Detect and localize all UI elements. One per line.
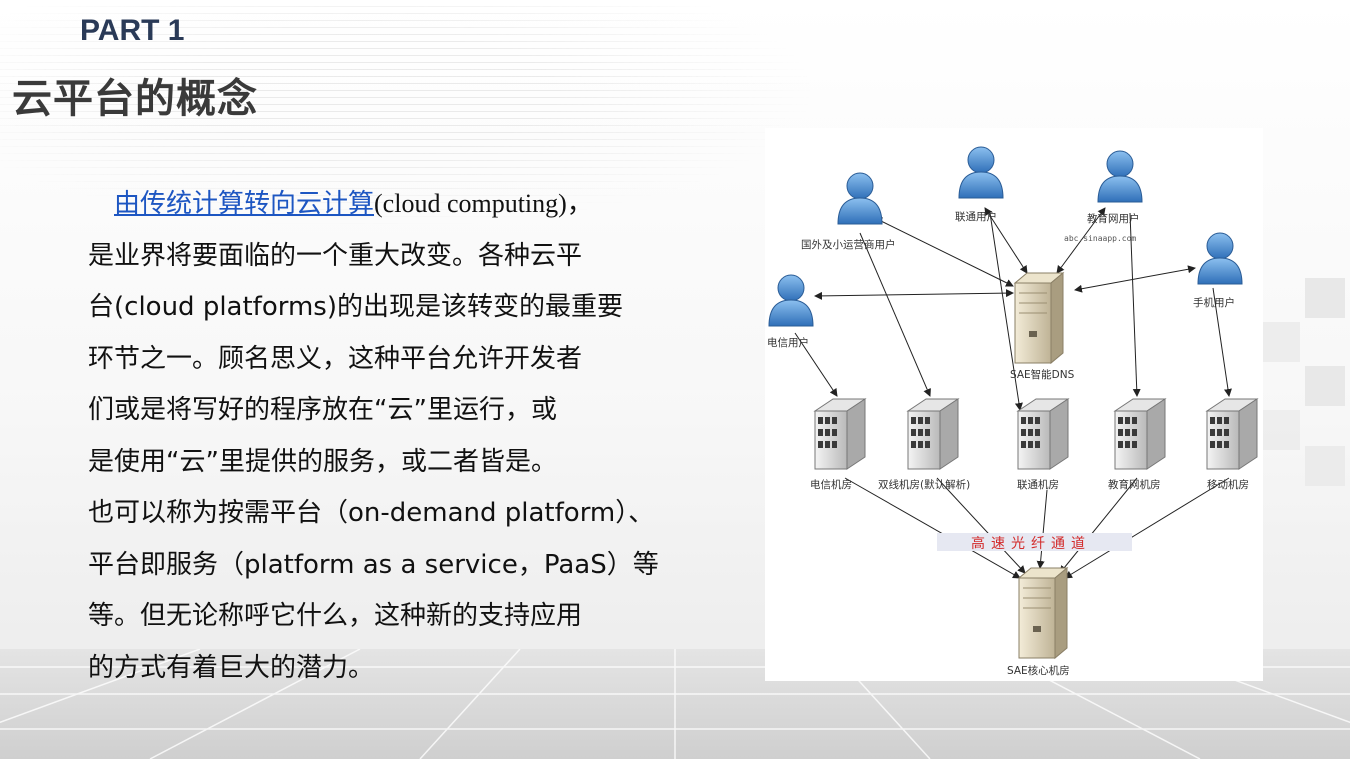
room-dual-icon bbox=[907, 398, 959, 470]
link-foreign-dns bbox=[874, 217, 1014, 287]
text-line-9: 等。但无论称呼它什么，这种新的支持应用 bbox=[88, 601, 583, 631]
label-dns: SAE智能DNS bbox=[1010, 368, 1075, 381]
edu-user-icon bbox=[1097, 150, 1143, 203]
sae-architecture-diagram: 国外及小运营商用户 联通用户 教育网用户 abc.sinaapp.com 手机用… bbox=[765, 128, 1263, 681]
label-room-3: 联通机房 bbox=[1017, 478, 1059, 491]
text-line-2: 是业界将要面临的一个重大改变。各种云平 bbox=[88, 240, 583, 271]
room-edu-icon bbox=[1114, 398, 1166, 470]
text-line-6: 是使用“云”里提供的服务，或二者皆是。 bbox=[88, 446, 557, 477]
link-room3-core bbox=[1036, 489, 1048, 569]
text-line-5: 们或是将写好的程序放在“云”里运行，或 bbox=[88, 395, 557, 425]
dns-server-icon bbox=[1014, 272, 1064, 364]
text-line-3: 台(cloud platforms)的出现是该转变的最重要 bbox=[88, 292, 623, 322]
link-room4-core bbox=[1059, 477, 1138, 574]
label-room-4: 教育网机房 bbox=[1108, 478, 1161, 491]
text-line-1: 由传统计算转向云计算(cloud computing)， bbox=[88, 178, 648, 231]
label-edu-user: 教育网用户 bbox=[1087, 212, 1140, 225]
world-map-background bbox=[0, 0, 820, 230]
room-mobile-icon bbox=[1206, 398, 1258, 470]
link-unicom-dns bbox=[984, 207, 1028, 274]
label-telecom-user: 电信用户 bbox=[767, 336, 809, 349]
text-line-4: 环节之一。顾名思义，这种平台允许开发者 bbox=[88, 343, 583, 374]
link-room2-core bbox=[936, 477, 1026, 574]
decorative-tiles bbox=[1260, 270, 1350, 486]
room-unicom-icon bbox=[1017, 398, 1069, 470]
label-fiber-band: 高速光纤通道 bbox=[971, 535, 1091, 552]
link-edu-room bbox=[1129, 212, 1141, 397]
label-room-2: 双线机房(默认解析) bbox=[878, 478, 970, 491]
core-server-icon bbox=[1018, 567, 1068, 659]
label-core: SAE核心机房 bbox=[1007, 664, 1070, 677]
body-paragraph: 由传统计算转向云计算(cloud computing)， 是业界将要面临的一个重… bbox=[88, 178, 659, 694]
label-foreign-user: 国外及小运营商用户 bbox=[801, 238, 896, 251]
text-line-7: 也可以称为按需平台（on-demand platform）、 bbox=[88, 498, 655, 528]
telecom-user-icon bbox=[768, 274, 814, 327]
link-foreign-room bbox=[859, 232, 931, 397]
link-mobile-dns bbox=[1074, 265, 1196, 293]
link-telecom-dns bbox=[814, 289, 1014, 300]
page-title: 云平台的概念 bbox=[12, 76, 258, 122]
label-dns-url: abc.sinaapp.com bbox=[1064, 234, 1136, 243]
part-label: PART 1 bbox=[80, 14, 185, 47]
text-line-8: 平台即服务（platform as a service，PaaS）等 bbox=[88, 549, 659, 580]
link-unicom-room bbox=[989, 212, 1023, 411]
text-line-10: 的方式有着巨大的潜力。 bbox=[88, 652, 375, 683]
room-telecom-icon bbox=[814, 398, 866, 470]
link-edu-dns bbox=[1056, 207, 1106, 274]
link-room1-core bbox=[844, 477, 1021, 579]
label-unicom-user: 联通用户 bbox=[955, 210, 997, 223]
foreign-user-icon bbox=[837, 172, 883, 225]
label-mobile-user: 手机用户 bbox=[1193, 296, 1235, 309]
link-room5-core bbox=[1064, 477, 1230, 579]
cloud-computing-link[interactable]: 由传统计算转向云计算 bbox=[114, 189, 375, 219]
unicom-user-icon bbox=[958, 146, 1004, 199]
label-room-1: 电信机房 bbox=[810, 478, 852, 491]
fiber-band bbox=[937, 533, 1132, 551]
label-room-5: 移动机房 bbox=[1207, 478, 1249, 491]
link-telecom-room bbox=[794, 332, 838, 397]
link-mobile-room bbox=[1212, 287, 1232, 397]
mobile-user-icon bbox=[1197, 232, 1243, 285]
